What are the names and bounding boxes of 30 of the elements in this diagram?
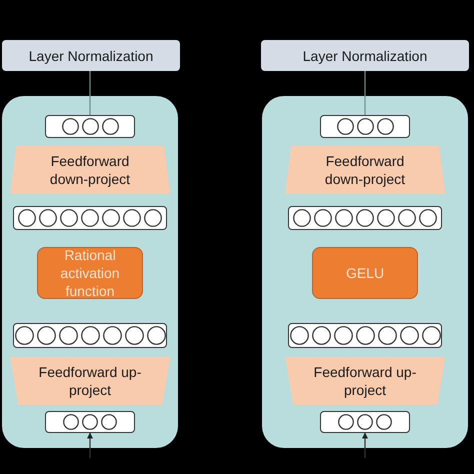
layer-label: Feedforward down-project — [324, 152, 406, 188]
neuron-vector — [13, 206, 167, 230]
layer-label: Layer Normalization — [28, 46, 154, 64]
neuron-vector — [288, 206, 442, 230]
activation-box — [37, 247, 143, 299]
layer-norm-box — [261, 40, 469, 71]
down-project-trapezoid — [285, 146, 445, 194]
neuron-vector — [45, 411, 135, 433]
up-project-trapezoid — [285, 357, 445, 405]
activation-box — [312, 247, 418, 299]
neuron-vector — [13, 323, 167, 348]
connector-line — [89, 71, 91, 115]
arrow — [87, 432, 93, 458]
layer-label: Feedforward up-project — [38, 363, 142, 399]
arrow — [362, 432, 368, 458]
module-panel — [2, 96, 178, 448]
layer-label: Feedforward up-project — [312, 363, 418, 399]
neuron-vector — [320, 411, 410, 433]
neuron-vector — [320, 115, 410, 138]
connector-line — [364, 71, 366, 115]
module-panel — [262, 96, 468, 448]
layer-label: Feedforward down-project — [48, 152, 132, 188]
neuron-vector — [45, 115, 135, 138]
layer-label: Layer Normalization — [302, 46, 428, 64]
layer-norm-box — [2, 40, 180, 71]
layer-label: GELU — [346, 264, 384, 282]
up-project-trapezoid — [10, 357, 170, 405]
layer-label: Rational activation function — [59, 246, 121, 300]
down-project-trapezoid — [10, 146, 170, 194]
neuron-vector — [288, 323, 442, 348]
